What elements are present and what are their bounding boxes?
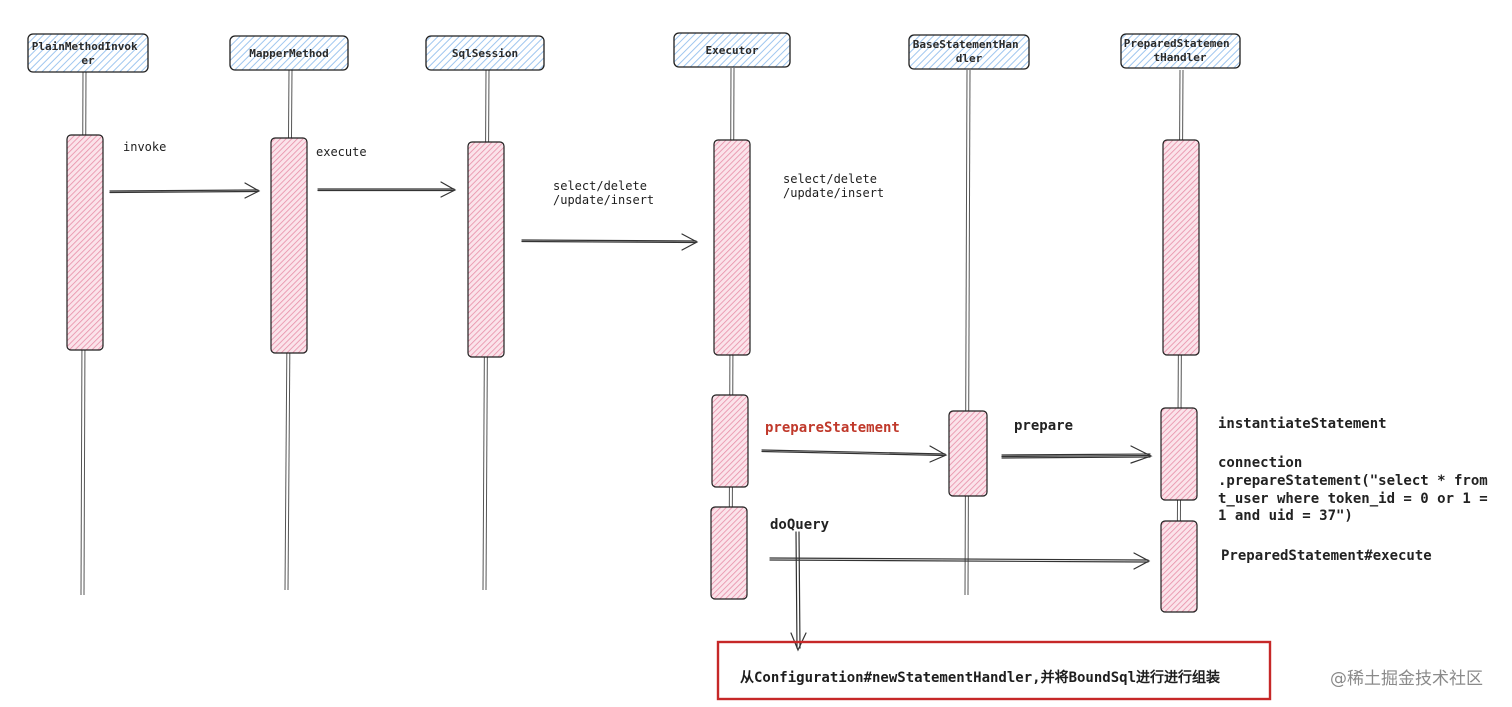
message-labels: invoke execute select/delete /update/ins… <box>123 140 1496 564</box>
arrow-to-note <box>790 531 807 652</box>
svg-text:PlainMethodInvok er: PlainMethodInvok er <box>32 40 145 67</box>
participant-label-line: SqlSession <box>452 47 518 60</box>
message-label-line: instantiateStatement <box>1218 416 1387 432</box>
arrow-prepare <box>1001 445 1153 464</box>
arrow-prepare-statement <box>761 445 948 463</box>
message-label-line: connection <box>1218 455 1302 471</box>
message-label-do-query: doQuery <box>770 517 830 533</box>
activation-bar <box>1160 520 1198 613</box>
message-label-line: prepareStatement <box>765 420 900 436</box>
participant-plain-method-invoker: PlainMethodInvok er <box>27 33 149 73</box>
message-label-instantiate-statement: instantiateStatement <box>1218 416 1387 432</box>
message-arrows <box>109 181 1153 652</box>
activation-bar <box>1160 407 1198 501</box>
arrow-invoke <box>109 182 261 199</box>
participant-executor: Executor <box>673 32 791 68</box>
participant-mapper-method: MapperMethod <box>229 35 349 71</box>
message-label-select-sql: select/delete /update/insert <box>553 179 654 207</box>
message-label-select-exec: select/delete /update/insert <box>783 172 884 200</box>
participant-label-line: PreparedStatemen <box>1124 37 1230 50</box>
participant-label-line: BaseStatementHan <box>913 38 1019 51</box>
activation-bar <box>270 137 308 354</box>
activation-bar <box>66 134 104 351</box>
participant-label-line: tHandler <box>1154 51 1207 64</box>
message-label-line: /update/insert <box>783 186 884 200</box>
message-label-line: /update/insert <box>553 193 654 207</box>
participant-label-line: er <box>81 54 95 67</box>
svg-text:BaseStatementHan dler: BaseStatementHan dler <box>913 38 1026 65</box>
activation-bars <box>66 134 1200 613</box>
message-label-prepare-statement: prepareStatement <box>765 420 900 436</box>
participant-label-line: Executor <box>706 44 759 57</box>
message-label-invoke: invoke <box>123 140 166 154</box>
message-label-line: invoke <box>123 140 166 154</box>
arrow-select-to-executor <box>521 233 699 251</box>
message-label-connection-prepare: connection .prepareStatement("select * f… <box>1218 455 1496 524</box>
note-text: 从Configuration#newStatementHandler,并将Bou… <box>740 669 1221 686</box>
activation-bar <box>710 506 748 600</box>
svg-text:MapperMethod: MapperMethod <box>249 47 328 60</box>
arrow-do-query <box>769 552 1151 570</box>
activation-bar <box>711 394 749 488</box>
message-label-line: t_user where token_id = 0 or 1 = <box>1218 491 1488 507</box>
participant-prepared-statement-handler: PreparedStatemen tHandler <box>1120 33 1241 69</box>
watermark: @稀土掘金技术社区 <box>1330 669 1483 689</box>
activation-bar <box>713 139 751 356</box>
lifeline-base-statement-handler <box>964 69 971 596</box>
lifelines <box>80 67 1184 596</box>
message-label-line: prepare <box>1014 418 1073 434</box>
activation-bar <box>1162 139 1200 356</box>
svg-text:SqlSession: SqlSession <box>452 47 518 60</box>
message-label-ps-execute: PreparedStatement#execute <box>1221 548 1432 564</box>
participant-label-line: MapperMethod <box>249 47 328 60</box>
message-label-line: select/delete <box>553 179 647 193</box>
message-label-line: 1 and uid = 37") <box>1218 508 1353 524</box>
message-label-line: doQuery <box>770 517 830 533</box>
svg-text:Executor: Executor <box>706 44 759 57</box>
message-label-execute: execute <box>316 145 367 159</box>
participant-headers: PlainMethodInvok er MapperMethod SqlSess… <box>27 32 1241 73</box>
message-label-prepare: prepare <box>1014 418 1073 434</box>
message-label-line: execute <box>316 145 367 159</box>
participant-label-line: dler <box>956 52 983 65</box>
participant-sql-session: SqlSession <box>425 35 545 71</box>
activation-bar <box>948 410 988 497</box>
message-label-line: select/delete <box>783 172 877 186</box>
participant-label-line: PlainMethodInvok <box>32 40 138 53</box>
activation-bar <box>467 141 505 358</box>
svg-text:PreparedStatemen tHand: PreparedStatemen tHandler <box>1124 37 1237 64</box>
participant-base-statement-handler: BaseStatementHan dler <box>908 34 1030 70</box>
note-box: 从Configuration#newStatementHandler,并将Bou… <box>716 640 1272 701</box>
arrow-execute <box>317 181 457 198</box>
message-label-line: .prepareStatement("select * from <box>1218 473 1488 489</box>
message-label-line: PreparedStatement#execute <box>1221 548 1432 564</box>
